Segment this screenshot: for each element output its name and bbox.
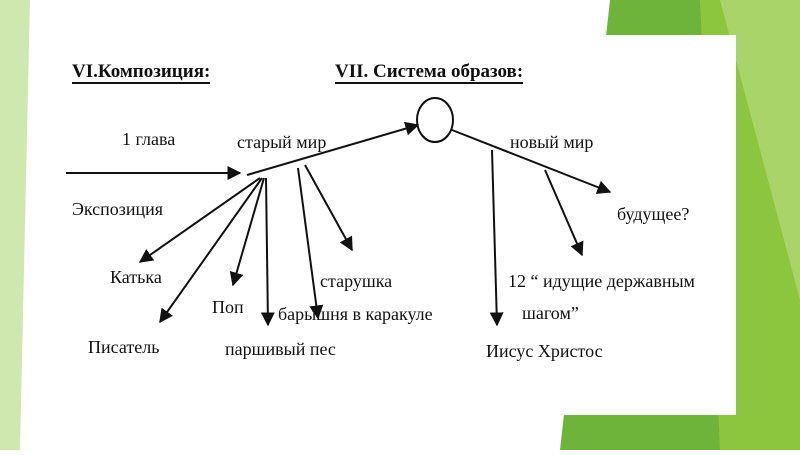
exposition-label: Экспозиция: [72, 199, 164, 219]
center-circle: [416, 97, 454, 143]
priest-arrow: [229, 177, 265, 287]
chapter-label: 1 глава: [122, 129, 176, 149]
future-arrow: [451, 129, 612, 194]
twelve-line2: шагом”: [522, 303, 579, 323]
writer-arrow: [159, 177, 263, 324]
images-system-header: VII. Система образов:: [335, 61, 524, 84]
katka-arrow: [138, 177, 261, 263]
old-world-label: старый мир: [237, 132, 327, 152]
jesus-arrow: [489, 149, 504, 327]
new-world-label: новый мир: [510, 132, 594, 152]
twelve-arrow: [544, 169, 584, 257]
dog-arrow: [260, 177, 275, 327]
mangy-dog-label: паршивый пес: [225, 339, 336, 359]
composition-header: VI.Композиция:: [72, 61, 211, 84]
writer-label: Писатель: [88, 337, 160, 357]
old-to-circle-arrow: [246, 121, 420, 176]
lady-label: барышня в каракуле: [278, 304, 433, 324]
old-woman-label: старушка: [320, 271, 393, 291]
slide-canvas: [38, 35, 736, 415]
lady-arrow: [297, 167, 324, 320]
old-woman-arrow: [304, 164, 353, 252]
priest-label: Поп: [212, 297, 244, 317]
future-label: будущее?: [617, 204, 690, 224]
katka-label: Катька: [110, 267, 162, 287]
twelve-line1: 12 “ идущие державным: [508, 271, 695, 291]
jesus-label: Иисус Христос: [486, 341, 603, 361]
